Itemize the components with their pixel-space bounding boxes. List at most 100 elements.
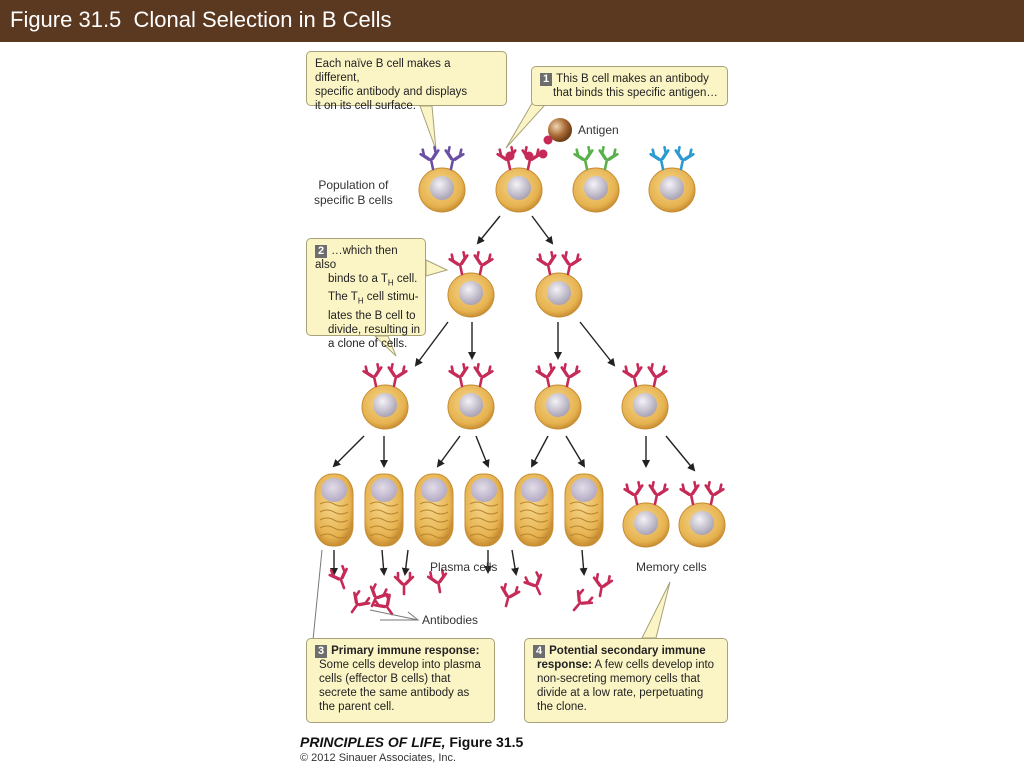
cell-nucleus <box>507 176 531 200</box>
plasma-cell <box>364 473 404 547</box>
antibody-receptor <box>448 250 469 276</box>
callout-title: Primary immune response: <box>331 645 480 657</box>
credit-book: PRINCIPLES OF LIFE, Figure 31.5 <box>300 734 523 750</box>
endoplasmic-reticulum <box>319 517 349 523</box>
cell-nucleus <box>321 478 347 502</box>
callout-tail <box>425 259 449 277</box>
antibody-receptor <box>393 571 415 596</box>
antibody-receptor <box>561 250 582 276</box>
pointer-lines <box>312 549 420 641</box>
callout-line: divide at a low rate, perpetuating <box>537 687 704 699</box>
endoplasmic-reticulum <box>519 517 549 523</box>
cell-nucleus <box>571 478 597 502</box>
step-number-4: 4 <box>533 645 546 658</box>
antibody-receptor <box>500 582 521 608</box>
plasma-cell <box>564 473 604 547</box>
arrow <box>665 435 696 472</box>
endoplasmic-reticulum <box>369 525 399 531</box>
cell-nucleus <box>430 176 454 200</box>
arrow <box>579 549 588 576</box>
cell-nucleus <box>690 511 714 535</box>
callout-line: specific antibody and displays <box>315 86 468 98</box>
callout-line: that binds this specific antigen… <box>553 87 718 99</box>
b-cell-blue <box>648 145 696 213</box>
population-label-line: Population of <box>318 178 389 192</box>
figure-number: Figure 31.5 <box>445 734 524 750</box>
callout-line: divide, resulting in <box>328 323 421 336</box>
callout-title: Potential secondary immune <box>549 645 706 657</box>
arrow <box>511 549 519 576</box>
callout-line: Some cells develop into plasma <box>319 659 481 671</box>
bound-antigen <box>505 151 515 161</box>
antibody-receptor <box>473 362 494 388</box>
antibody-receptor <box>523 571 543 596</box>
pointer-line <box>312 549 323 641</box>
callout-subscript: H <box>357 296 364 306</box>
antibody-receptor <box>573 145 594 171</box>
endoplasmic-reticulum <box>419 501 449 507</box>
b-cell-clone <box>447 250 495 318</box>
endoplasmic-reticulum <box>469 533 499 539</box>
memory-cell <box>622 480 670 548</box>
arrow <box>379 549 388 576</box>
cells <box>314 118 726 548</box>
callout-line: the parent cell. <box>319 701 395 713</box>
antibody-receptor <box>521 145 542 171</box>
memory-cell <box>678 480 726 548</box>
callout-title: response: <box>537 659 592 671</box>
arrow <box>476 215 501 245</box>
endoplasmic-reticulum <box>569 501 599 507</box>
antibody-receptor <box>572 588 594 612</box>
callout-subscript: H <box>387 278 394 288</box>
pointer-line <box>369 609 419 621</box>
antibody-receptor <box>622 362 643 388</box>
arrow <box>332 435 365 468</box>
endoplasmic-reticulum <box>569 517 599 523</box>
antibody-receptor <box>598 145 619 171</box>
plasma-cell <box>464 473 504 547</box>
endoplasmic-reticulum <box>369 509 399 515</box>
endoplasmic-reticulum <box>469 517 499 523</box>
antibody-receptor <box>369 583 389 608</box>
callout-line: non-secreting memory cells that <box>537 673 700 685</box>
antibody-receptor <box>444 145 465 171</box>
antibody-receptor <box>419 145 440 171</box>
population-label-line: specific B cells <box>314 193 393 207</box>
antibody-receptor <box>473 250 494 276</box>
slide-header: Figure 31.5 Clonal Selection in B Cells <box>0 0 1024 42</box>
cell-nucleus <box>584 176 608 200</box>
endoplasmic-reticulum <box>469 525 499 531</box>
callout-line: cells (effector B cells) that <box>319 673 451 685</box>
antibody-receptor <box>350 590 371 614</box>
arrows <box>330 215 696 576</box>
callout-tail <box>505 99 545 149</box>
cell-nucleus <box>546 393 570 417</box>
cell-nucleus <box>471 478 497 502</box>
callout-line: …which then also <box>315 245 398 271</box>
endoplasmic-reticulum <box>419 525 449 531</box>
population-label: Population of specific B cells <box>314 178 393 208</box>
callout-text: cell stimu- <box>363 291 419 304</box>
antibody-receptor <box>649 145 670 171</box>
callout-text: The T <box>328 291 358 304</box>
antibody-receptor <box>535 362 556 388</box>
antibody-receptor <box>373 592 394 616</box>
callout-tail <box>641 581 671 639</box>
endoplasmic-reticulum <box>569 509 599 515</box>
endoplasmic-reticulum <box>519 525 549 531</box>
callout-line: a clone of cells. <box>328 337 408 350</box>
endoplasmic-reticulum <box>569 525 599 531</box>
endoplasmic-reticulum <box>319 525 349 531</box>
plasma-cell <box>514 473 554 547</box>
cell-nucleus <box>459 281 483 305</box>
b-cell-clone <box>534 362 582 430</box>
callout-line: This B cell makes an antibody <box>556 73 709 85</box>
callout-line: lates the B cell to <box>328 309 416 322</box>
cell-nucleus <box>634 511 658 535</box>
cell-nucleus <box>371 478 397 502</box>
arrow <box>531 435 549 468</box>
antibody-receptor <box>679 480 700 506</box>
antibody-receptor <box>592 572 614 598</box>
antibody-receptor <box>362 362 383 388</box>
